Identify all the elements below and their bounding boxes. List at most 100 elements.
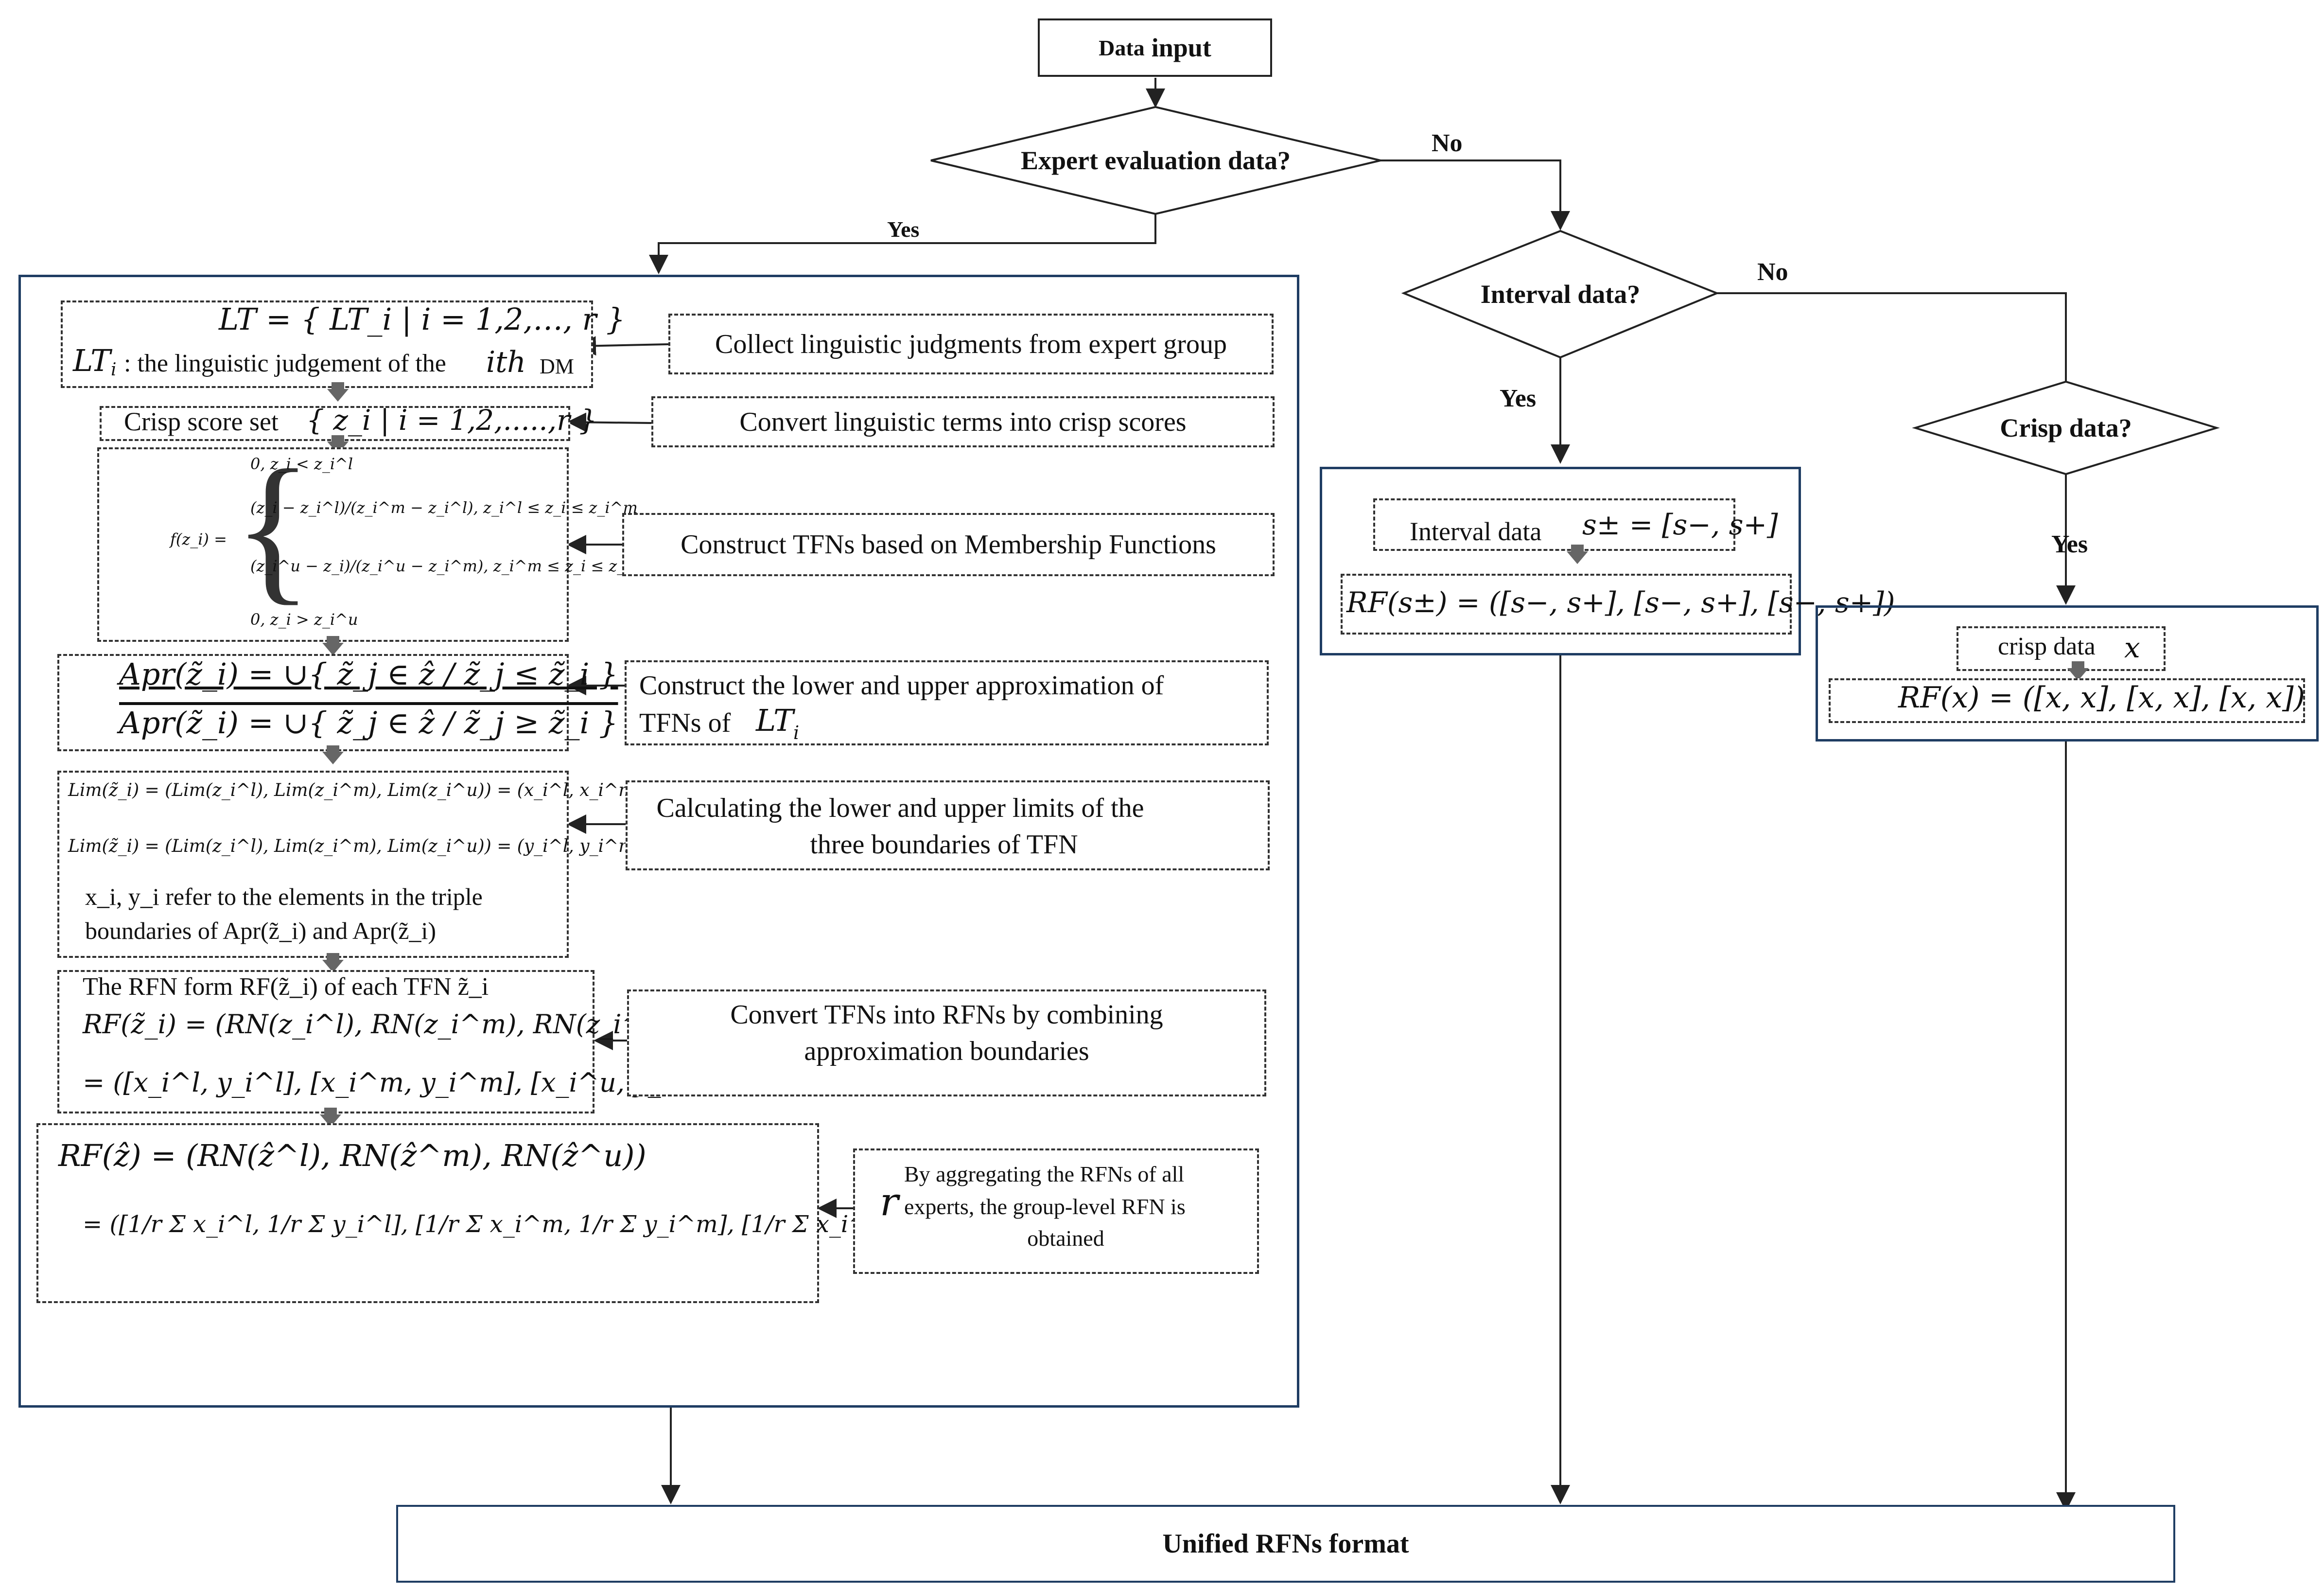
note-convert-rfn-a: Convert TFNs into RFNs by combining [730,1000,1163,1030]
membership-line-1: 0, z_i < z_i^l [250,455,353,473]
note-limits-b: three boundaries of TFN [810,830,1078,860]
crisp-label: crisp data [1998,633,2096,660]
note-aggregate-a: By aggregating the RFNs of all [904,1162,1185,1186]
boundaries-text: boundaries of Apr(z̃_i) and Apr(z̃_i) [85,917,436,944]
arrow-expert-yes [649,214,1156,274]
rfn-eq-2: = ([x_i^l, y_i^l], [x_i^m, y_i^m], [x_i^… [83,1067,729,1098]
note-aggregate-r: r [880,1179,899,1224]
arrow-note-crisp [567,412,652,432]
rfn-title: The RFN form RF(z̃_i) of each TFN z̃_i [83,973,489,1001]
note-convert-crisp: Convert linguistic terms into crisp scor… [651,396,1275,447]
decision-crisp [1912,380,2220,476]
membership-f: f(z_i) = [170,530,227,548]
interval-s-eq: s± = [s−, s+] [1582,508,1778,541]
membership-box [97,447,569,642]
interval-decision-label: Interval data? [1480,280,1641,309]
down-arrow-stub-8 [2072,661,2084,668]
down-arrow-stub-7 [1571,545,1584,551]
crisp-rf-eq: RF(x) = ([x, x], [x, x], [x, x]) [1898,681,2305,715]
lt-i-sub: i [111,360,117,380]
down-arrow-stub-5 [327,953,339,960]
note-approximation-lt-sub: i [793,722,800,743]
note-convert-crisp-text: Convert linguistic terms into crisp scor… [739,406,1187,437]
unified-rfn-box: Unified RFNs format [396,1505,2175,1583]
label-yes-interval: Yes [1500,385,1537,412]
xy-refer-text: x_i, y_i refer to the elements in the tr… [85,883,483,910]
label-yes-expert: Yes [887,217,920,242]
note-convert-rfn [627,989,1266,1096]
data-input-box: Data input [1038,18,1272,77]
arrow-expert-no [1380,159,1570,230]
lim-lower-eq: Lim(z̃_i) = (Lim(z_i^l), Lim(z_i^m), Lim… [68,780,703,800]
membership-line-2: (z_i − z_i^l)/(z_i^m − z_i^l), z_i^l ≤ z… [250,498,638,517]
down-arrow-stub-3 [327,636,339,643]
decision-expert [930,106,1381,215]
expert-decision-label: Expert evaluation data? [1020,146,1291,175]
note-collect-text: Collect linguistic judgments from expert… [715,329,1227,359]
membership-line-4: 0, z_i > z_i^u [250,610,358,629]
data-input-label-a: Data [1099,35,1145,60]
note-aggregate [853,1148,1259,1274]
interval-rf-eq: RF(s±) = ([s−, s+], [s−, s+], [s−, s+]) [1346,586,1895,619]
expert-process-panel [18,275,1299,1408]
note-aggregate-b: experts, the group-level RFN is [904,1194,1186,1219]
aggregation-box [36,1123,819,1303]
interval-panel [1320,467,1801,655]
lt-i: LT [73,343,111,378]
decision-interval [1401,230,1720,359]
down-arrow-1 [327,389,349,402]
unified-rfn-label: Unified RFNs format [1162,1529,1409,1559]
label-yes-crisp: Yes [2051,530,2088,558]
down-arrow-stub-4 [327,745,339,752]
lt-ith: ith [486,345,526,379]
down-arrow-4 [322,752,344,764]
limits-box [57,771,569,958]
crisp-panel [1816,605,2319,742]
note-construct-tfn-text: Construct TFNs based on Membership Funct… [681,530,1216,560]
data-input-label-b: input [1151,33,1211,62]
label-no-expert: No [1432,129,1463,157]
label-no-interval: No [1757,258,1788,286]
down-arrow-stub-6 [324,1108,337,1114]
note-limits-a: Calculating the lower and upper limits o… [656,793,1144,823]
approximation-box [57,654,569,751]
note-aggregate-c: obtained [1027,1226,1104,1251]
interval-label: Interval data [1410,517,1542,546]
crisp-rf-box [1829,678,2305,723]
down-arrow-3 [322,643,344,655]
arrow-interval-no [1717,292,2076,420]
rfn-box [57,970,594,1113]
down-arrow-stub-1 [332,382,344,389]
lt-set-box [61,300,593,388]
agg-eq-1: RF(ẑ) = (RN(ẑ^l), RN(ẑ^m), RN(ẑ^u)) [58,1138,647,1173]
apr-lower-eq: Apr(z̃_i) = ∪{ z̃_j ∈ ẑ / z̃_j ≤ z̃_i } [119,656,618,692]
note-approximation [625,660,1269,745]
arrow-note-collect [577,336,669,356]
lim-upper-eq: Lim(z̃_i) = (Lim(z_i^l), Lim(z_i^m), Lim… [68,836,703,856]
note-collect: Collect linguistic judgments from expert… [668,314,1274,374]
down-arrow-stub-2 [332,435,344,442]
note-approximation-b: TFNs of [639,708,731,738]
note-approximation-a: Construct the lower and upper approximat… [639,671,1164,701]
note-construct-tfn: Construct TFNs based on Membership Funct… [622,513,1275,576]
note-convert-rfn-b: approximation boundaries [804,1036,1089,1066]
membership-line-3: (z_i^u − z_i)/(z_i^u − z_i^m), z_i^m ≤ z… [250,557,653,575]
lt-desc: : the linguistic judgement of the [124,350,446,377]
note-approximation-lt: LT [756,703,794,738]
lt-set-eq: LT = { LT_i | i = 1,2,…, r } [219,301,626,337]
crisp-data-box [1957,626,2166,671]
crisp-x: x [2124,631,2140,664]
crisp-decision-label: Crisp data? [2000,413,2132,442]
membership-brace: { [233,436,313,619]
lt-dm: DM [540,354,574,378]
interval-data-box [1373,498,1735,551]
rfn-eq-1: RF(z̃_i) = (RN(z_i^l), RN(z_i^m), RN(z_i… [83,1009,681,1040]
crisp-score-set: { z_i | i = 1,2,.....,r } [306,404,597,437]
note-limits [626,780,1270,870]
apr-upper-eq: Apr(z̃_i) = ∪{ z̃_j ∈ ẑ / z̃_j ≥ z̃_i } [119,705,618,741]
interval-rf-box [1341,574,1792,635]
crisp-score-prefix: Crisp score set [124,407,279,436]
down-arrow-7 [1567,551,1588,564]
